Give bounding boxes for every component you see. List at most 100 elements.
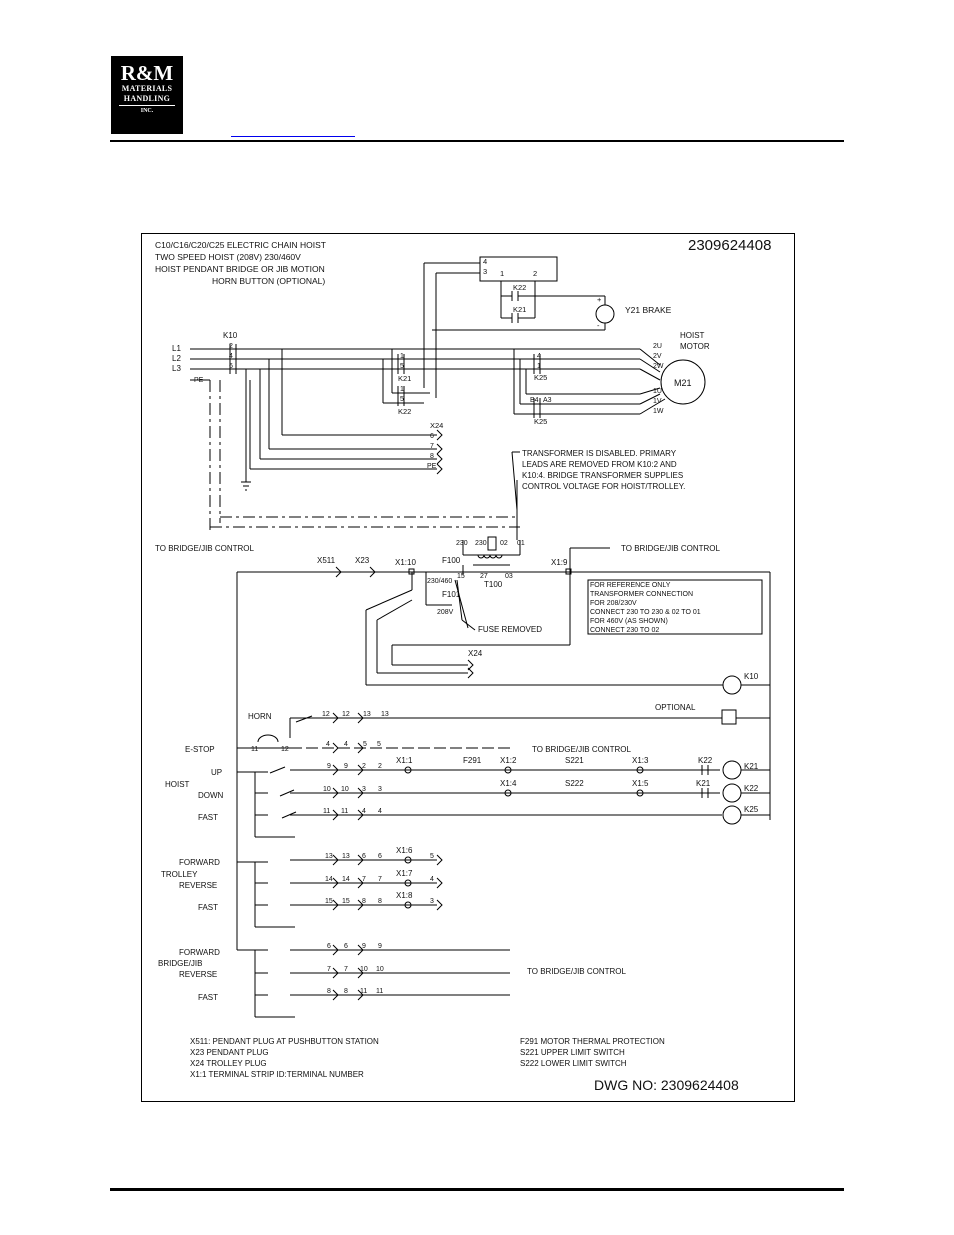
legend-x1: X1:1 TERMINAL STRIP ID:TERMINAL NUMBER — [190, 1070, 364, 1079]
label-estop: E-STOP — [185, 745, 215, 754]
label-x24-ctrl: X24 — [468, 649, 483, 658]
tr2-n4: 7 — [378, 876, 382, 883]
to-bridge-right: TO BRIDGE/JIB CONTROL — [621, 544, 721, 553]
logo-line3: INC. — [140, 108, 154, 114]
br2-n2: 7 — [344, 966, 348, 973]
tr2-x1: X1:7 — [396, 869, 413, 878]
brake-minus: - — [597, 321, 600, 330]
label-reverse-bridge: REVERSE — [179, 970, 217, 979]
motor-2u: 2U — [653, 343, 662, 350]
br1-n4: 9 — [378, 943, 382, 950]
legend-x511: X511: PENDANT PLUG AT PUSHBUTTON STATION — [190, 1037, 379, 1046]
label-x1-4: X1:4 — [500, 779, 517, 788]
x24-pin-6: 6 — [430, 433, 434, 440]
brake-term-3: 3 — [483, 267, 487, 276]
title-line-2: TWO SPEED HOIST (208V) 230/460V — [155, 252, 301, 262]
title-line-3: HOIST PENDANT BRIDGE OR JIB MOTION — [155, 264, 325, 274]
brake-term-1: 1 — [500, 269, 504, 278]
k25-a3: A3 — [543, 397, 552, 404]
br3-n3: 11 — [360, 988, 367, 995]
label-bridge: BRIDGE/JIB — [158, 959, 202, 968]
brake-term-4: 4 — [483, 257, 487, 266]
control-labels: TO BRIDGE/JIB CONTROL TO BRIDGE/JIB CONT… — [155, 544, 759, 1002]
bridge-to-label: TO BRIDGE/JIB CONTROL — [527, 967, 627, 976]
legend-s221: S221 UPPER LIMIT SWITCH — [520, 1048, 625, 1057]
down-n3: 3 — [362, 786, 366, 793]
k10-coil — [722, 675, 742, 695]
brake-circuit — [423, 256, 615, 398]
up-n3: 2 — [362, 763, 366, 770]
legend-x24: X24 TROLLEY PLUG — [190, 1059, 267, 1068]
ref-line-2: TRANSFORMER CONNECTION — [590, 591, 693, 598]
label-k10: K10 — [223, 331, 238, 340]
ref-line-5: FOR 460V (AS SHOWN) — [590, 618, 668, 625]
title-block: C10/C16/C20/C25 ELECTRIC CHAIN HOIST TWO… — [155, 240, 326, 286]
motor-title-2: MOTOR — [680, 342, 710, 351]
tr1-n3: 6 — [362, 853, 366, 860]
label-down: DOWN — [198, 791, 224, 800]
label-l2: L2 — [172, 354, 181, 363]
label-horn: HORN — [248, 712, 272, 721]
t-id: T100 — [484, 580, 503, 589]
k25-n1: 1 — [537, 363, 541, 370]
label-reverse-trolley: REVERSE — [179, 881, 217, 890]
ref-line-3: FOR 208/230V — [590, 600, 637, 607]
fast-n4: 4 — [378, 808, 382, 815]
x24-plug-symbol — [436, 429, 443, 475]
br2-n1: 7 — [327, 966, 331, 973]
label-forward-bridge: FORWARD — [179, 948, 220, 957]
header-rule — [110, 140, 844, 142]
label-k25-power-a: K25 — [534, 373, 547, 382]
logo-line2: HANDLING — [123, 94, 171, 103]
k22-n5: 5 — [400, 396, 404, 403]
horn-n13b: 13 — [381, 711, 389, 718]
horn-n12a: 12 — [322, 711, 330, 718]
reference-box-text: FOR REFERENCE ONLY TRANSFORMER CONNECTIO… — [590, 582, 701, 634]
label-k25-power-b: K25 — [534, 417, 547, 426]
label-x24-top: X24 — [430, 421, 443, 430]
horn-symbol — [721, 709, 737, 725]
company-logo: R&M MATERIALS HANDLING INC. — [111, 56, 183, 134]
t-sec-03: 03 — [505, 573, 513, 580]
label-x1-2: X1:2 — [500, 756, 517, 765]
brake-rectifier-box — [479, 256, 558, 282]
title-line-1: C10/C16/C20/C25 ELECTRIC CHAIN HOIST — [155, 240, 326, 250]
transformer-note: TRANSFORMER IS DISABLED. PRIMARY LEADS A… — [522, 449, 685, 491]
transformer-labels: 230 230 02 01 15 27 03 T100 F100 230/460… — [427, 540, 542, 634]
brake-label: Y21 BRAKE — [625, 305, 672, 315]
k10-t6: 6 — [229, 363, 233, 370]
up-n1: 9 — [327, 763, 331, 770]
note-line-1: TRANSFORMER IS DISABLED. PRIMARY — [522, 449, 677, 458]
label-fast-trolley: FAST — [198, 903, 218, 912]
label-hoist: HOIST — [165, 780, 190, 789]
x24-pin-8: 8 — [430, 453, 434, 460]
fuse-removed-label: FUSE REMOVED — [478, 625, 542, 634]
tr3-out: 3 — [430, 898, 434, 905]
ref-line-4: CONNECT 230 TO 230 & 02 TO 01 — [590, 609, 701, 616]
label-optional: OPTIONAL — [655, 703, 696, 712]
motor-1v: 1V — [653, 398, 662, 405]
estop-symbol — [257, 734, 279, 743]
transformer-t100 — [462, 536, 521, 575]
k21-n1: 1 — [400, 353, 404, 360]
br1-n3: 9 — [362, 943, 366, 950]
label-x1-9: X1:9 — [551, 558, 568, 567]
k22-n1: 1 — [400, 386, 404, 393]
tr1-out: 5 — [430, 853, 434, 860]
horn-n13a: 13 — [363, 711, 371, 718]
label-k22-nc: K22 — [698, 756, 713, 765]
tr2-out: 4 — [430, 876, 434, 883]
hyperlink-underline[interactable] — [231, 136, 355, 137]
br1-n1: 6 — [327, 943, 331, 950]
x24-pin-pe: PE — [427, 463, 437, 470]
tr1-n4: 6 — [378, 853, 382, 860]
title-line-4: HORN BUTTON (OPTIONAL) — [212, 276, 325, 286]
br2-n3: 10 — [360, 966, 368, 973]
tr2-n1: 14 — [325, 876, 333, 883]
label-s221: S221 — [565, 756, 584, 765]
label-s222: S222 — [565, 779, 584, 788]
label-x1-3: X1:3 — [632, 756, 649, 765]
motor-id: M21 — [674, 378, 692, 388]
horn-n12b: 12 — [342, 711, 350, 718]
br1-n2: 6 — [344, 943, 348, 950]
